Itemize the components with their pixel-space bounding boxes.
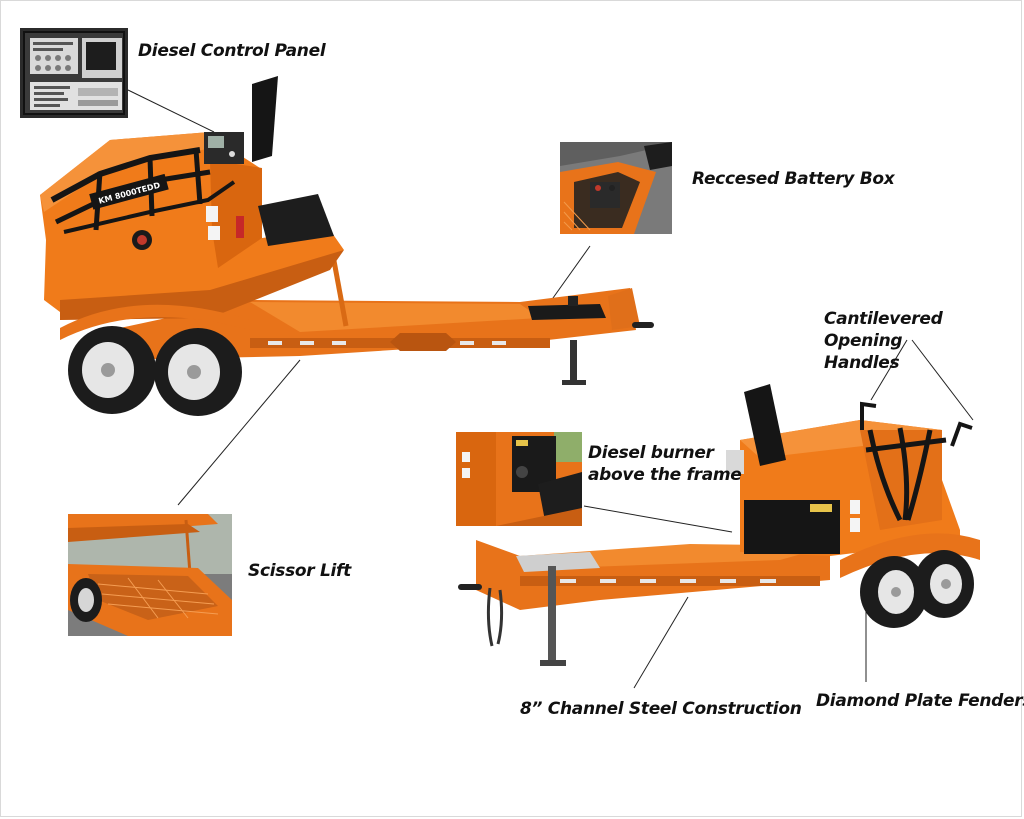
label-diamond-plate-fenders: Diamond Plate Fenders [816, 691, 1024, 711]
label-scissor-lift: Scissor Lift [248, 561, 351, 581]
wheel [68, 326, 156, 414]
label-burner-line2: above the frame [588, 465, 742, 485]
label-handles-line2: Handles [824, 353, 900, 373]
leader-handles-right [911, 339, 974, 421]
battery-box-inset [560, 142, 672, 234]
wheel [860, 556, 928, 628]
label-channel-steel: 8” Channel Steel Construction [520, 699, 802, 719]
trailer-right [458, 384, 980, 666]
trailer-left: KM 8000TEDD [40, 76, 654, 416]
label-burner-line1: Diesel burner [588, 443, 714, 463]
label-cantilevered-handles: Cantilevered Opening Handles [824, 308, 1024, 374]
label-diesel-control-panel: Diesel Control Panel [138, 41, 326, 61]
leader-burner [583, 505, 733, 533]
leader-control-panel [127, 89, 215, 133]
wheel [154, 328, 242, 416]
control-panel-inset [20, 28, 128, 118]
label-handles-line1: Cantilevered Opening [824, 309, 943, 351]
label-recessed-battery-box: Reccesed Battery Box [692, 169, 895, 189]
scissor-lift-inset [68, 514, 232, 636]
diesel-burner-inset [456, 432, 582, 526]
leader-channel-steel [633, 596, 689, 689]
label-diesel-burner: Diesel burner above the frame [588, 442, 742, 486]
leader-battery-box [547, 245, 591, 306]
wheel [914, 550, 974, 618]
leader-scissor-lift [177, 359, 301, 506]
leader-handles-left [870, 339, 908, 401]
